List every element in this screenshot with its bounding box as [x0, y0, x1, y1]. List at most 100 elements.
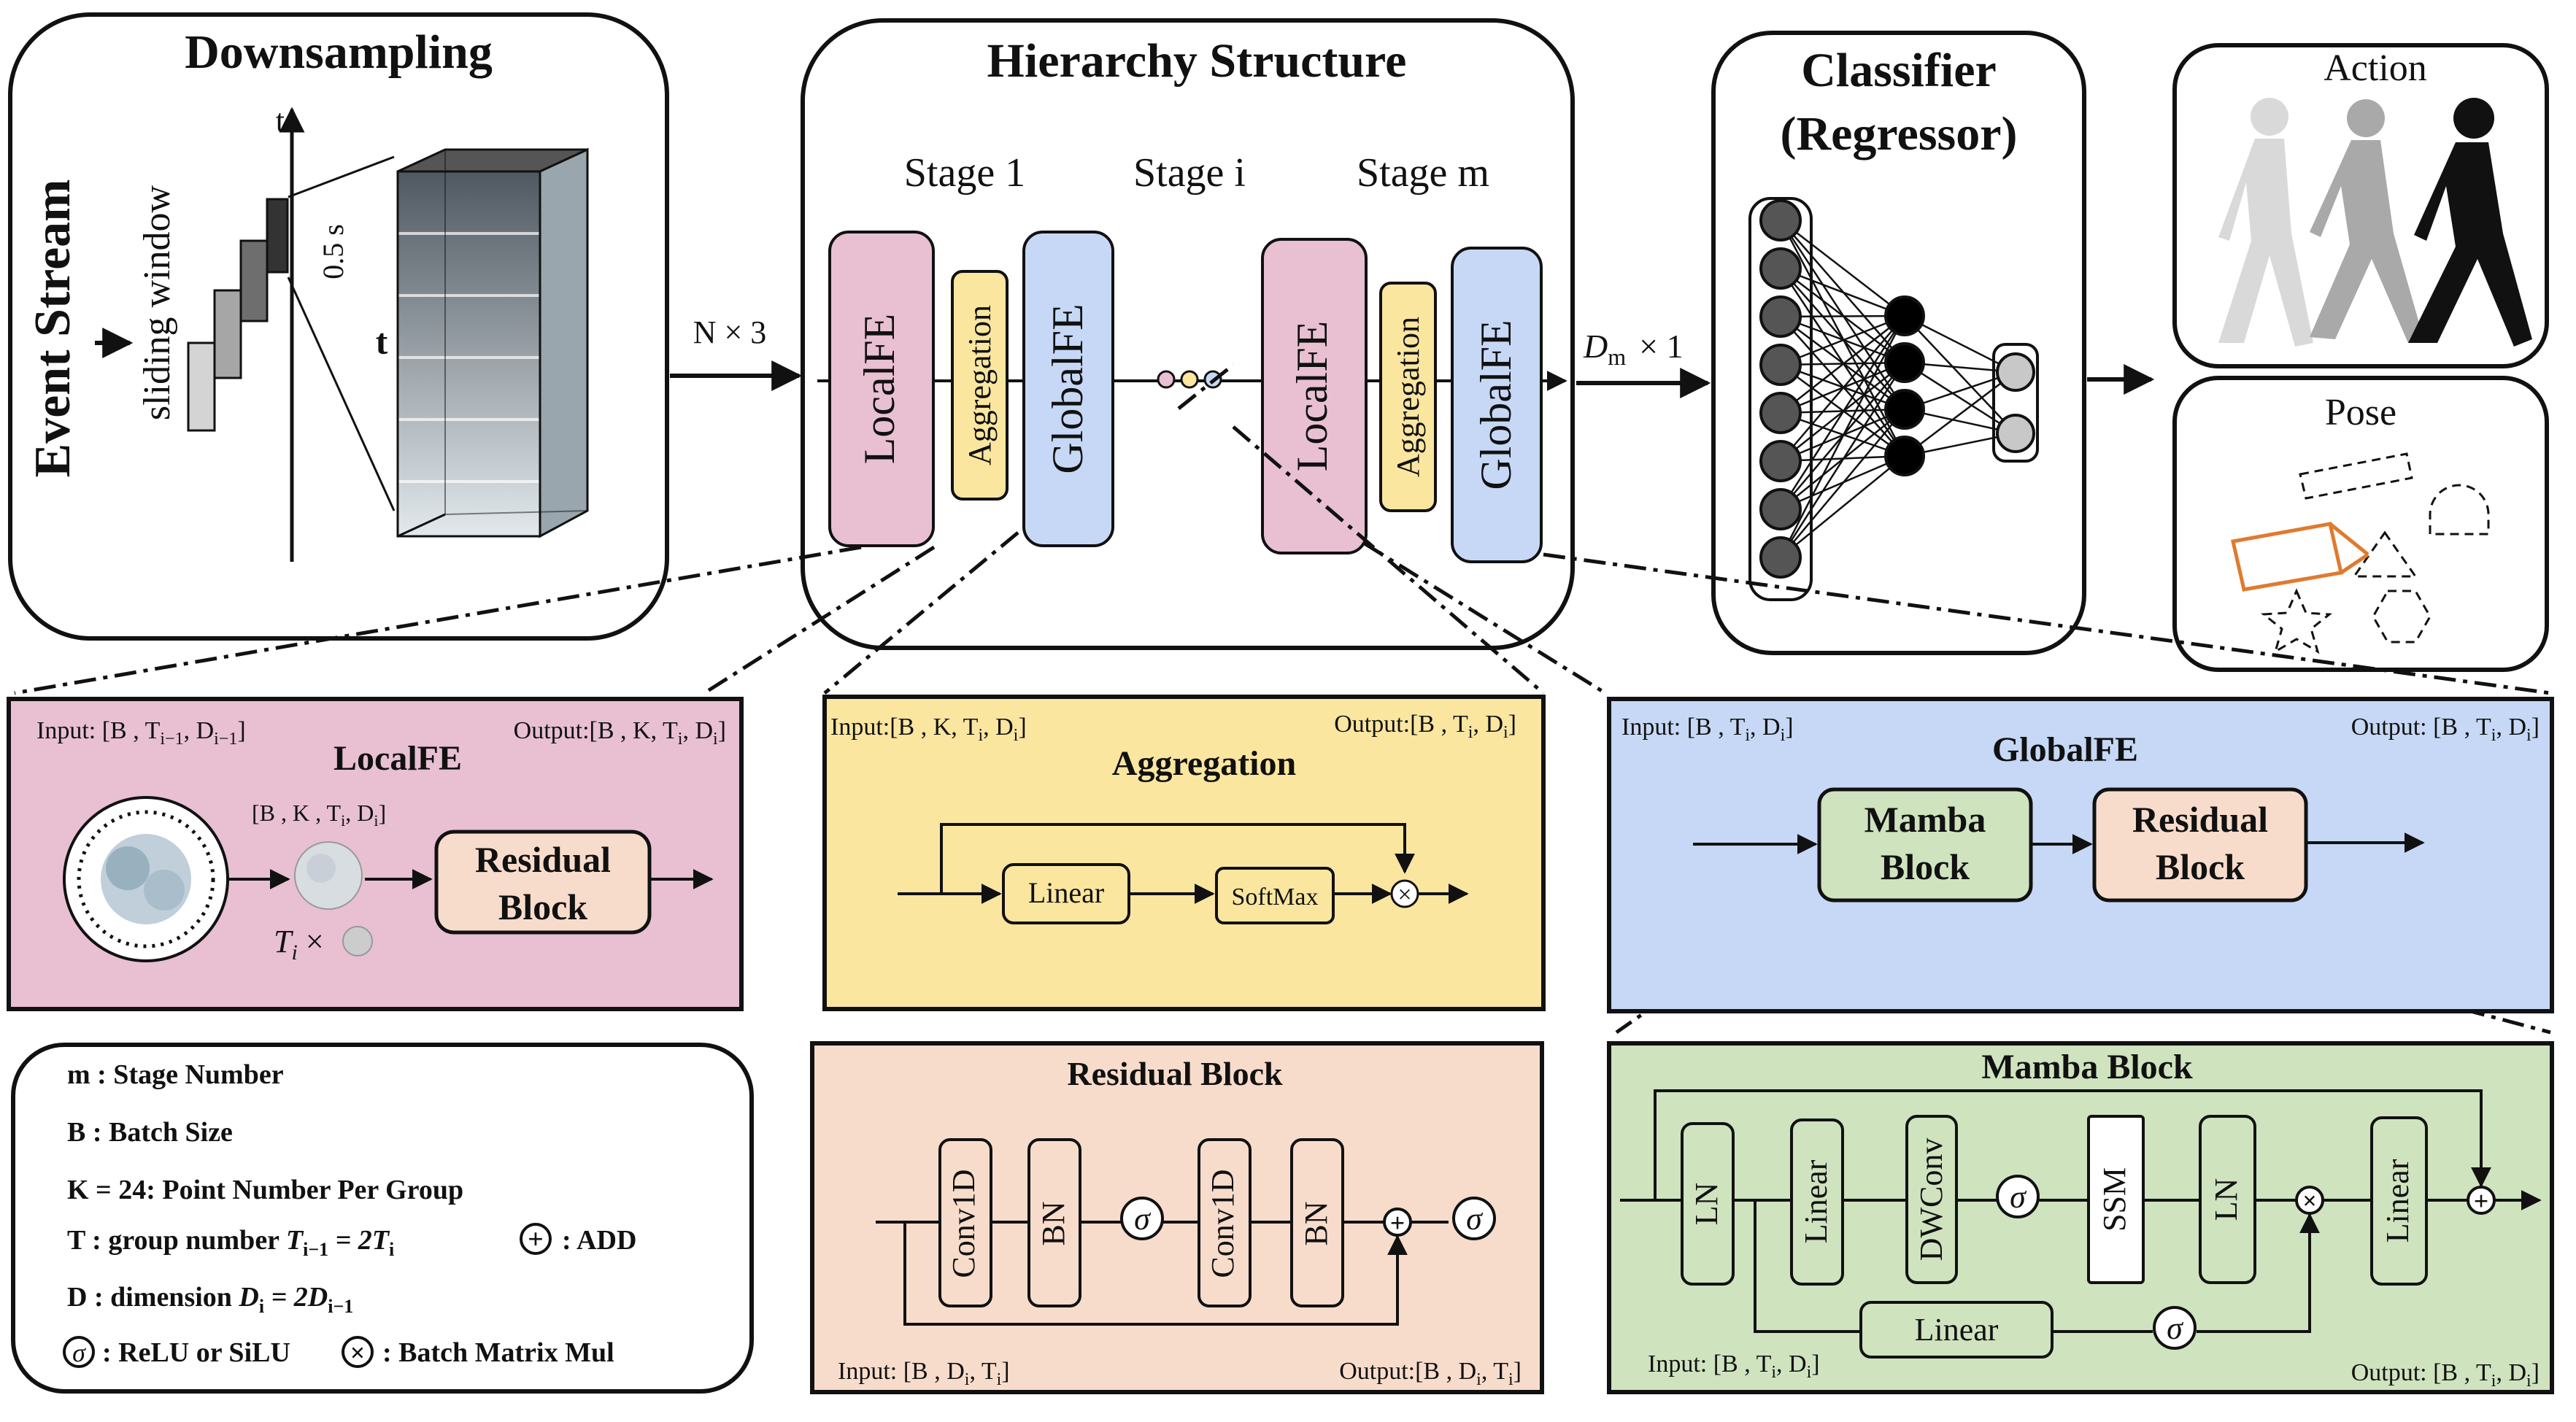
nn-edge — [1780, 455, 1905, 558]
cube-time-label: t — [376, 321, 388, 362]
nn-output-layer — [1996, 352, 2035, 453]
mamba-dwconv-label: DWConv — [1913, 1138, 1949, 1261]
pose-label: Pose — [2325, 392, 2396, 433]
legend-k: K = 24: Point Number Per Group — [67, 1175, 463, 1205]
mamba-linear2-block — [2370, 1116, 2428, 1286]
stage-dot-2 — [1180, 370, 1199, 389]
mamba-panel-title: Mamba Block — [1981, 1048, 2193, 1086]
nn-edge — [1780, 267, 1905, 317]
localfe-input-shape: Input: [B , Ti−1, Di−1] — [36, 717, 246, 749]
nn-input-node — [1759, 440, 1802, 482]
localfe-panel-title: LocalFE — [333, 739, 462, 778]
nn-edge — [1780, 315, 1905, 414]
aggregation-linear-label: Linear — [1028, 876, 1104, 909]
globalfe-mamba-line1: Mamba — [1864, 799, 1986, 840]
mamba-act1-symbol — [1996, 1175, 2040, 1218]
mamba-add-symbol — [2467, 1186, 2496, 1215]
nn-edge — [1780, 314, 1905, 366]
residual-conv2-label: Conv1D — [1205, 1169, 1241, 1278]
nn-input-node — [1759, 392, 1802, 434]
residual-act1-symbol — [1120, 1197, 1164, 1240]
legend-d: D : dimension Di = 2Di−1 — [67, 1282, 353, 1317]
mamba-linear-bottom-block — [1859, 1301, 2054, 1359]
svg-text:σ: σ — [1134, 1201, 1152, 1237]
nn-hidden-node — [1884, 436, 1925, 476]
localfe-residual-block — [434, 830, 652, 935]
nn-input-node — [1759, 536, 1802, 579]
globalfe-residual-block — [2092, 787, 2308, 903]
downsampling-title: Downsampling — [185, 26, 493, 79]
svg-text:σ: σ — [2167, 1310, 2184, 1346]
nn-output-node — [1996, 414, 2035, 453]
stage1-localfe-block — [828, 231, 935, 547]
legend-b: B : Batch Size — [67, 1117, 233, 1148]
mamba-dwconv-block — [1905, 1115, 1958, 1284]
pose-rectangle — [2299, 452, 2413, 500]
nn-edge — [1904, 314, 2016, 374]
globalfe-output-shape: Output: [B , Ti, Di] — [2351, 714, 2540, 745]
localfe-residual-line1: Residual — [475, 839, 611, 880]
pose-star — [2261, 588, 2332, 654]
classifier-panel: Classifier (Regressor) — [1711, 31, 2086, 655]
nn-edge — [1904, 371, 2016, 457]
stagem-globalfe-label: GlobalFE — [1472, 320, 1520, 490]
aggregation-panel: Input:[B , K, Ti, Di] Output:[B , Ti, Di… — [822, 695, 1546, 1011]
aggregation-panel-title: Aggregation — [1112, 744, 1296, 783]
pose-arch — [2429, 484, 2490, 536]
residual-input-shape: Input: [B , Di, Ti] — [838, 1358, 1010, 1389]
localfe-mid-shape: [B , K , Ti, Di] — [252, 800, 386, 830]
mamba-act2-symbol — [2153, 1306, 2197, 1350]
sliding-window-label: sliding window — [136, 185, 178, 420]
stagem-aggregation-block — [1379, 282, 1437, 512]
dm-label: Dm× 1 — [1583, 328, 1684, 370]
residual-output-shape: Output:[B , Di, Ti] — [1339, 1358, 1522, 1389]
walking-figure-dark — [2408, 98, 2532, 347]
localfe-residual-line2: Block — [498, 886, 587, 927]
mamba-ln1-block — [1681, 1122, 1735, 1286]
mamba-linear1-block — [1790, 1118, 1844, 1286]
mamba-ln2-block — [2199, 1115, 2256, 1284]
mamba-ln2-label: LN — [2208, 1178, 2244, 1221]
mamba-linear-bottom-label: Linear — [1915, 1312, 1999, 1348]
localfe-panel: Input: [B , Ti−1, Di−1] Output:[B , K, T… — [7, 697, 744, 1011]
stage1-globalfe-block — [1022, 231, 1114, 547]
duration-label: 0.5 s — [317, 224, 350, 279]
downsampling-panel: Downsampling Event Stream sliding window… — [8, 12, 669, 641]
nn-edge — [1780, 315, 1905, 462]
legend-m: m : Stage Number — [67, 1059, 284, 1090]
stage1-globalfe-label: GlobalFE — [1044, 304, 1092, 474]
nn-edge — [1780, 220, 1905, 317]
nn-input-layer — [1759, 199, 1802, 579]
mamba-ln1-label: LN — [1689, 1183, 1724, 1226]
stagem-aggregation-label: Aggregation — [1390, 317, 1426, 477]
stage-i-label: Stage i — [1133, 150, 1246, 196]
legend-panel: m : Stage Number B : Batch Size K = 24: … — [11, 1043, 754, 1394]
legend-add-symbol — [520, 1223, 552, 1255]
classifier-title-line2: (Regressor) — [1781, 107, 2018, 161]
svg-text:×: × — [350, 1338, 366, 1367]
nn-hidden-node — [1884, 342, 1925, 383]
mamba-bmm-symbol — [2295, 1186, 2324, 1215]
hierarchy-panel: Hierarchy Structure Stage 1 Stage i Stag… — [801, 18, 1575, 650]
nn-edge — [1780, 409, 1905, 558]
legend-relu: : ReLU or SiLU — [102, 1337, 290, 1368]
nn-hidden-node — [1884, 295, 1925, 336]
legend-add: : ADD — [562, 1225, 636, 1256]
globalfe-panel-title: GlobalFE — [1992, 730, 2138, 769]
legend-bmm-symbol — [342, 1336, 374, 1368]
walking-figure-mid — [2310, 99, 2423, 343]
stage1-localfe-label: LocalFE — [855, 314, 903, 465]
residual-bn2-label: BN — [1298, 1201, 1334, 1245]
globalfe-panel: Input: [B , Ti, Di] Output: [B , Ti, Di]… — [1607, 697, 2554, 1013]
stagem-localfe-label: LocalFE — [1288, 321, 1336, 472]
point-cloud-group — [63, 796, 229, 962]
globalfe-input-shape: Input: [B , Ti, Di] — [1621, 714, 1794, 745]
aggregation-input-shape: Input:[B , K, Ti, Di] — [830, 714, 1027, 745]
mamba-block-panel: Mamba Block LN Linear DWConv σ SSM LN × … — [1607, 1041, 2554, 1394]
svg-text:σ: σ — [1466, 1201, 1484, 1237]
svg-text:σ: σ — [2010, 1179, 2027, 1215]
residual-block-panel: Residual Block Conv1D BN σ Conv1D BN + σ… — [810, 1041, 1544, 1394]
n-times-3-label: N × 3 — [693, 314, 767, 350]
nn-edge — [1779, 315, 1906, 510]
